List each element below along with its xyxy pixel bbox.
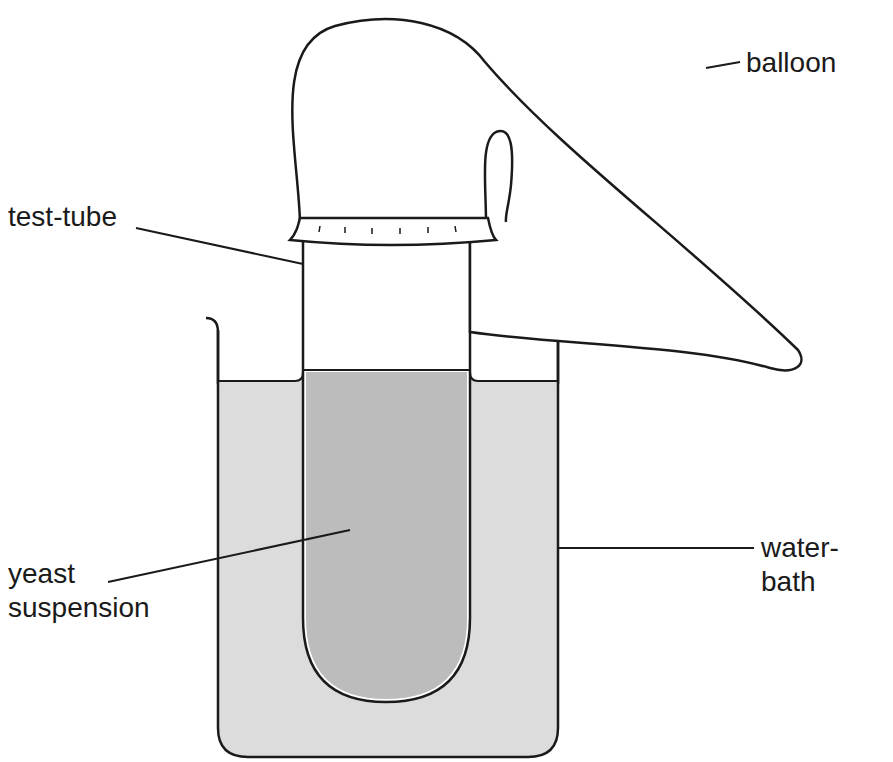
leader-line: [706, 62, 740, 68]
test-tube-outline: [303, 236, 470, 702]
leader-line: [136, 228, 303, 264]
balloon-neck: [290, 218, 496, 245]
part-label: balloon: [746, 46, 886, 80]
yeast-suspension: [306, 372, 467, 699]
part-label: water-bath: [761, 531, 889, 599]
balloon-fold: [485, 131, 512, 222]
balloon-shape: [292, 19, 801, 370]
suspension-surface: [303, 369, 470, 371]
leader-line: [558, 547, 754, 549]
part-label: test-tube: [8, 200, 138, 234]
neck-ridges: [319, 226, 456, 234]
water-bath-outline: [218, 330, 558, 757]
leader-line: [108, 530, 350, 582]
part-label: yeast suspension: [8, 557, 158, 625]
